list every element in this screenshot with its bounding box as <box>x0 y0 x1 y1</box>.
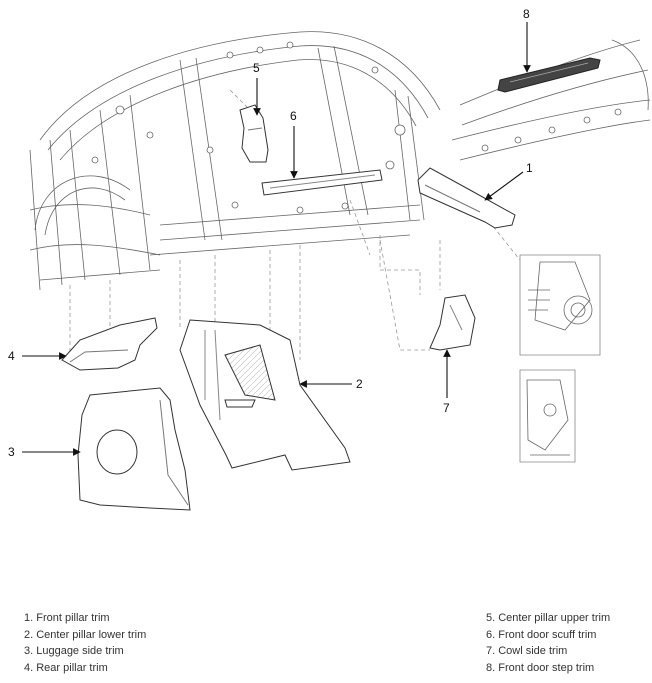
legend-item-front-door-step-trim: 8. Front door step trim <box>486 661 595 674</box>
door-frame-right <box>451 39 651 463</box>
front-door-step-trim <box>497 57 601 93</box>
legend-right: 5. Center pillar upper trim 6. Front doo… <box>486 610 610 676</box>
callout-2: 2 <box>356 377 363 391</box>
legend-item-center-pillar-lower-trim: 2. Center pillar lower trim <box>24 628 147 641</box>
cowl-side-trim <box>429 294 476 351</box>
callout-3: 3 <box>8 445 15 459</box>
center-pillar-upper-trim <box>239 104 269 163</box>
legend-item-rear-pillar-trim: 4. Rear pillar trim <box>24 661 108 674</box>
luggage-side-trim <box>77 387 191 511</box>
rear-pillar-trim <box>61 317 158 371</box>
center-pillar-lower-trim <box>179 319 351 471</box>
legend-item-center-pillar-upper-trim: 5. Center pillar upper trim <box>486 612 611 624</box>
legend-left: 1. Front pillar trim 2. Center pillar lo… <box>24 610 146 676</box>
callout-4: 4 <box>8 349 15 363</box>
legend-item-luggage-side-trim: 3. Luggage side trim <box>24 645 124 657</box>
exploded-trim-diagram: 1 2 3 4 5 6 7 8 <box>8 7 651 511</box>
callout-7: 7 <box>443 401 450 415</box>
callout-5: 5 <box>253 61 260 75</box>
callout-6: 6 <box>290 109 297 123</box>
callout-8: 8 <box>523 7 530 21</box>
front-pillar-trim <box>417 167 516 229</box>
callout-leaders <box>22 22 531 456</box>
legend-item-cowl-side-trim: 7. Cowl side trim <box>486 645 568 657</box>
legend-item-front-pillar-trim: 1. Front pillar trim <box>24 612 110 624</box>
front-door-scuff-trim <box>261 169 383 196</box>
legend-item-front-door-scuff-trim: 6. Front door scuff trim <box>486 628 597 641</box>
callout-1: 1 <box>526 161 533 175</box>
